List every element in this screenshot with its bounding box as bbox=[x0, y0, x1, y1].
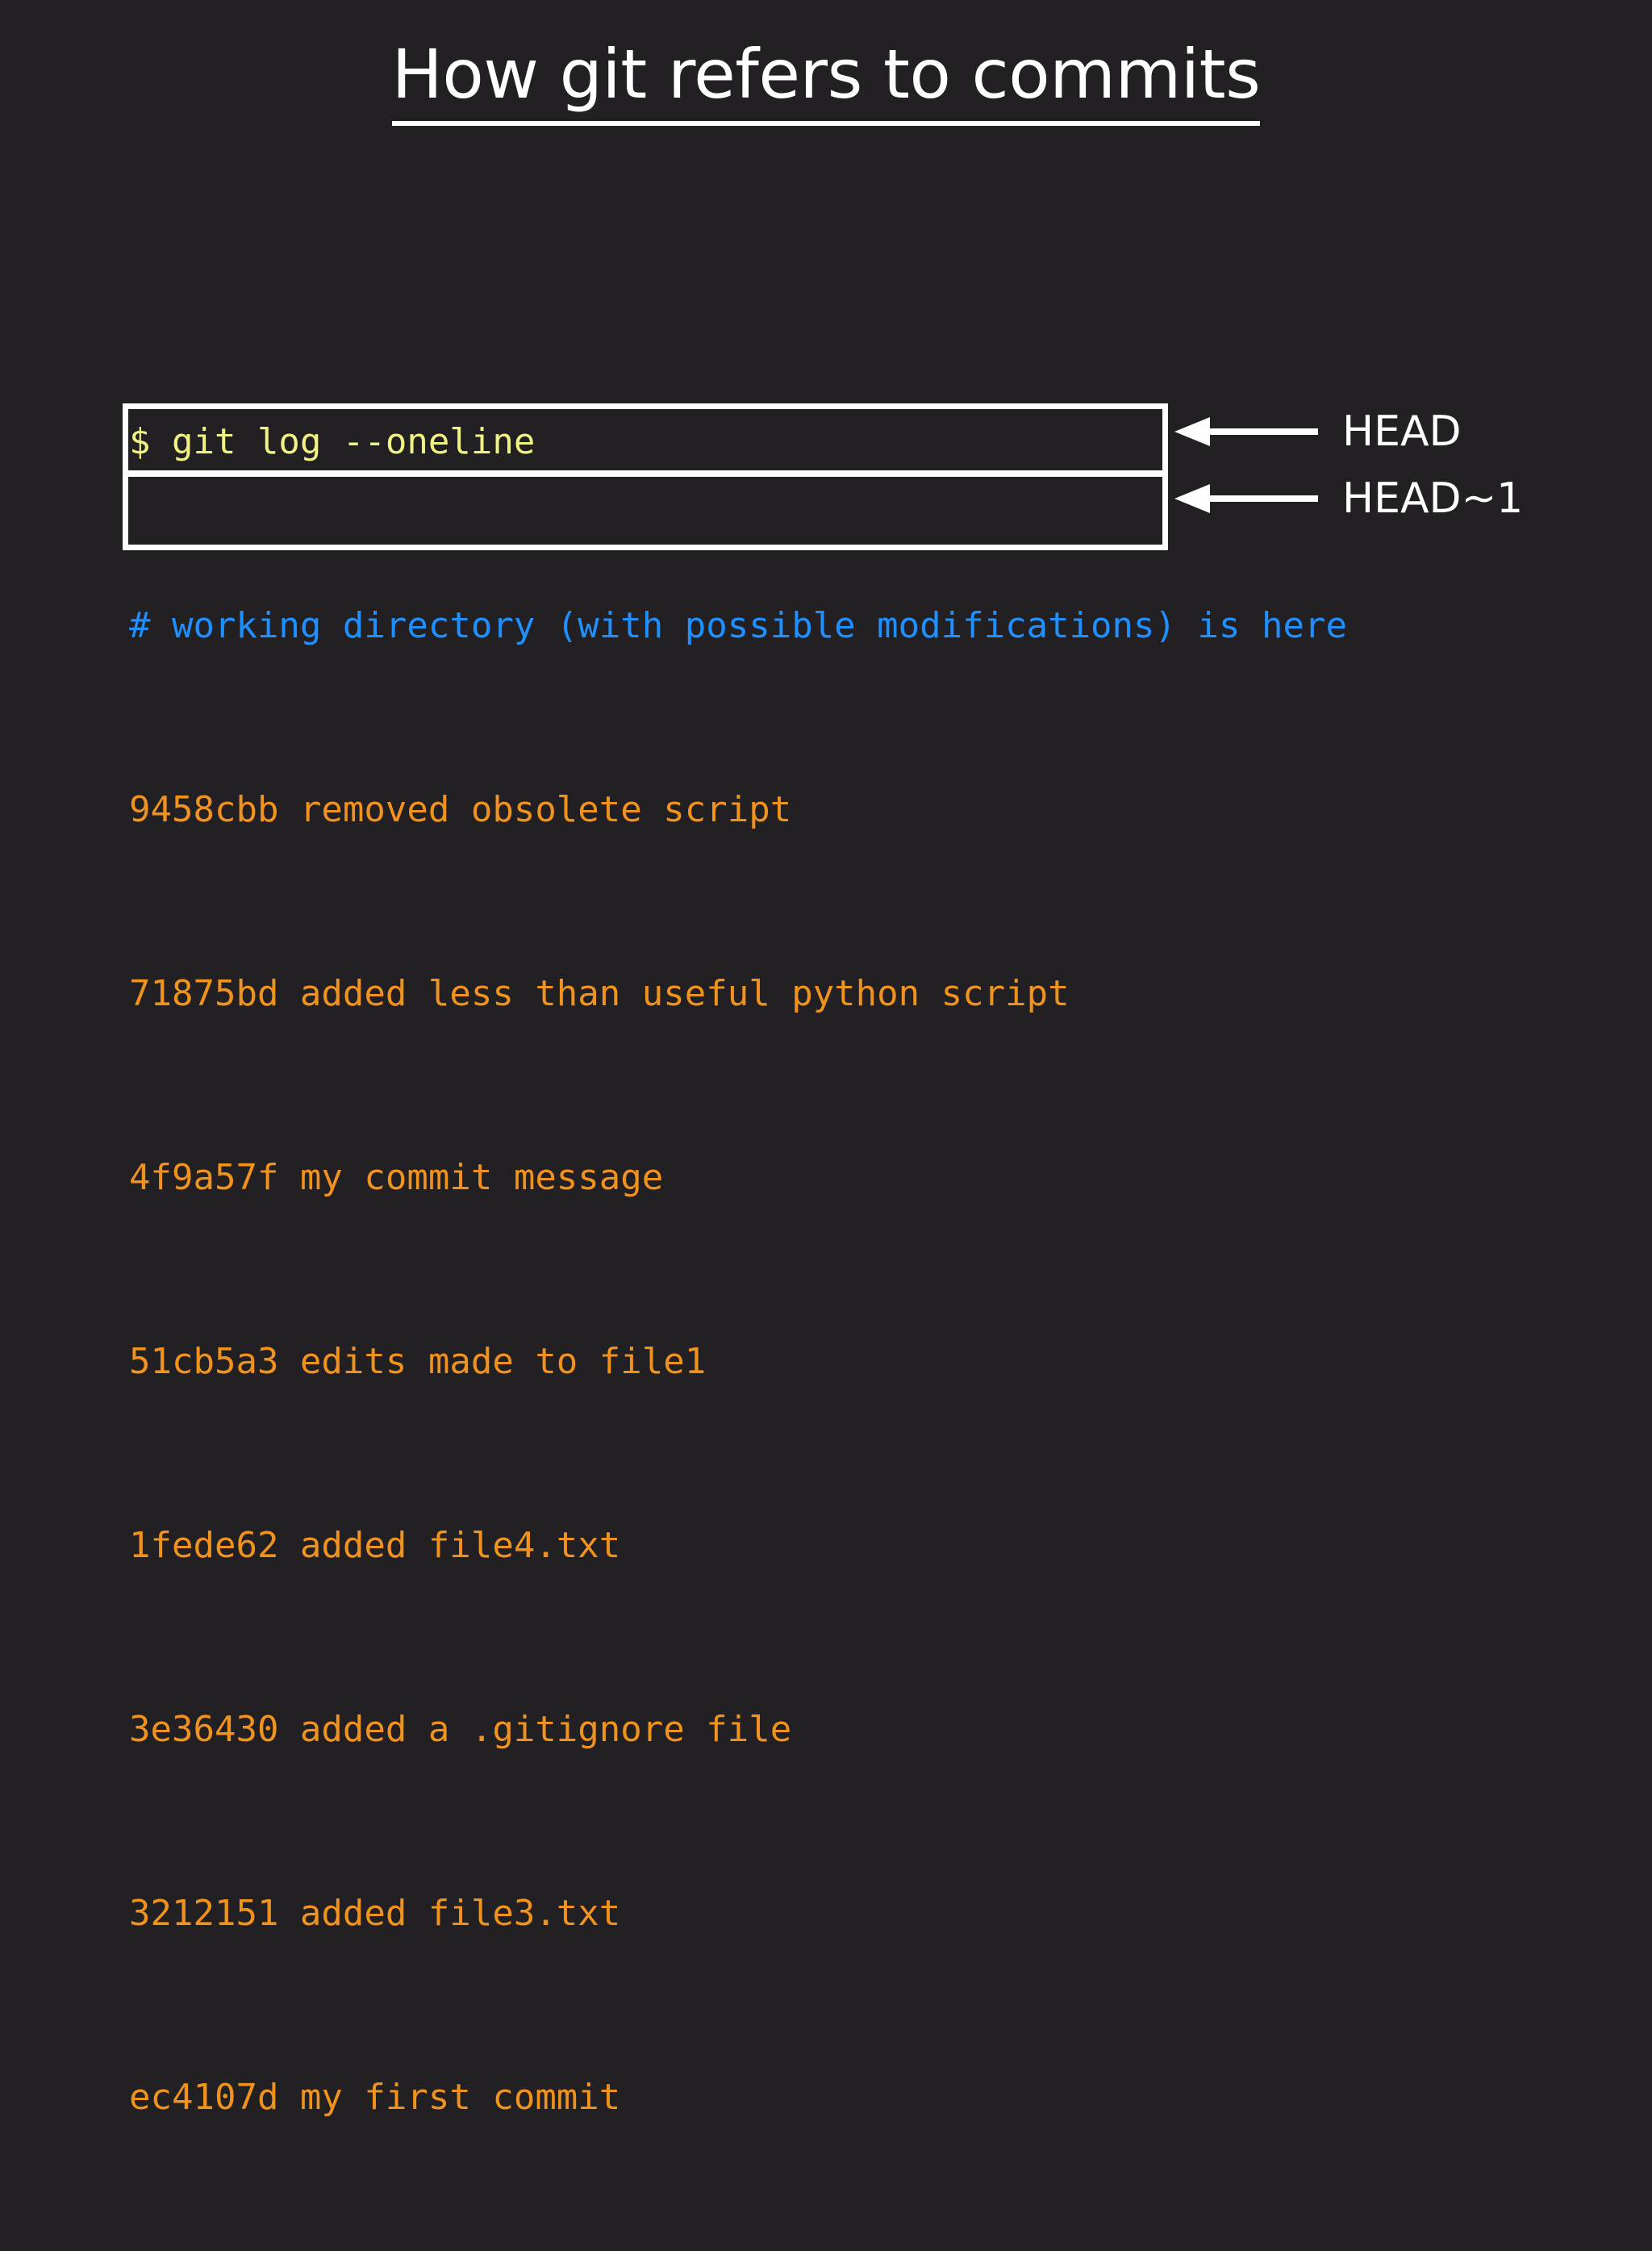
commit-line-ec4107d: ec4107d my first commit bbox=[129, 2077, 621, 2118]
annotation-head: HEAD bbox=[1174, 407, 1462, 456]
annotation-head-tilde-1: HEAD~1 bbox=[1174, 474, 1523, 523]
commit-line-71875bd: 71875bd added less than useful python sc… bbox=[129, 973, 1070, 1014]
slide-canvas: How git refers to commits $ git log --on… bbox=[0, 38, 1652, 2118]
arrow-head bbox=[1174, 417, 1210, 446]
terminal-comment-line: # working directory (with possible modif… bbox=[129, 605, 1347, 646]
left-arrow-icon bbox=[1174, 482, 1318, 515]
commit-line-4f9a57f: 4f9a57f my commit message bbox=[129, 1157, 664, 1198]
terminal-prompt-line: $ git log --oneline bbox=[129, 421, 536, 462]
arrow-head bbox=[1174, 484, 1210, 513]
commit-line-51cb5a3: 51cb5a3 edits made to file1 bbox=[129, 1341, 707, 1382]
commit-line-9458cbb: 9458cbb removed obsolete script bbox=[129, 789, 792, 830]
page-title: How git refers to commits bbox=[391, 39, 1261, 127]
commit-line-1fede62: 1fede62 added file4.txt bbox=[129, 1525, 621, 1566]
annotation-label-head-tilde-1: HEAD~1 bbox=[1342, 474, 1524, 523]
arrow-shaft bbox=[1205, 428, 1318, 435]
commit-line-3e36430: 3e36430 added a .gitignore file bbox=[129, 1709, 792, 1750]
commit-line-3212151: 3212151 added file3.txt bbox=[129, 1893, 621, 1934]
arrow-shaft bbox=[1205, 495, 1318, 502]
page-title-container: How git refers to commits bbox=[0, 39, 1652, 127]
terminal-output: $ git log --oneline # working directory … bbox=[129, 289, 1549, 2251]
annotation-label-head: HEAD bbox=[1342, 407, 1462, 456]
left-arrow-icon bbox=[1174, 416, 1318, 448]
